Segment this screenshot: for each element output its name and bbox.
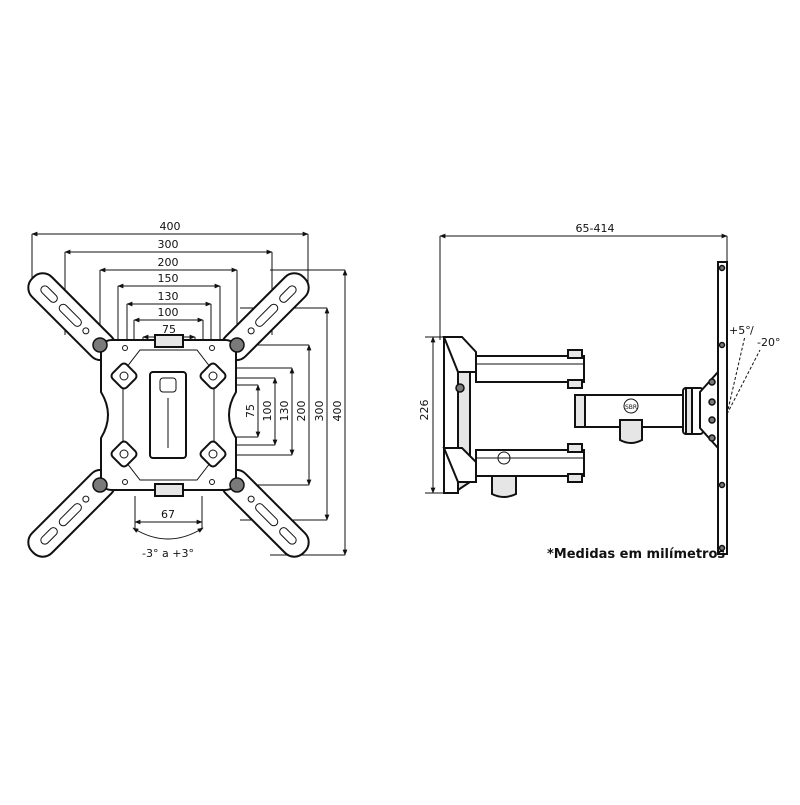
arm-pivot-screws xyxy=(92,337,245,493)
mounting-arms xyxy=(27,272,310,558)
tilt-range-label: -3° a +3° xyxy=(142,547,194,560)
brand-logo-text: SBR xyxy=(625,404,637,411)
top-lock-tab xyxy=(154,334,184,348)
tv-plate xyxy=(717,261,728,555)
dim-label-100: 100 xyxy=(158,306,179,319)
logo-badge xyxy=(623,398,639,414)
units-footnote: *Medidas em milímetros xyxy=(547,547,725,562)
tilt-separator: / xyxy=(750,324,754,337)
center-plate xyxy=(100,334,237,497)
vdim-label-130: 130 xyxy=(278,401,291,422)
vdim-label-200: 200 xyxy=(295,401,308,422)
vesa-holes xyxy=(110,362,227,468)
horizontal-dimension-lines xyxy=(31,231,309,340)
depth-dim-label: 65-414 xyxy=(576,222,615,235)
rotation-arc xyxy=(132,527,204,540)
vdim-label-300: 300 xyxy=(313,401,326,422)
dim-label-75: 75 xyxy=(162,323,176,336)
height-dim-label: 226 xyxy=(418,400,431,421)
vertical-dimension-lines xyxy=(255,269,348,556)
tilt-down-label: -20° xyxy=(757,336,780,349)
dim-label-130: 130 xyxy=(158,290,179,303)
dim-label-400: 400 xyxy=(160,220,181,233)
front-view: 400 300 200 150 130 100 75 xyxy=(27,220,348,560)
vdim-label-100: 100 xyxy=(261,401,274,422)
lower-arm xyxy=(475,449,585,477)
logo-badge-lower xyxy=(497,451,511,465)
tilt-up-label: +5° xyxy=(729,324,751,337)
bottom-lock-tab xyxy=(154,483,184,497)
lower-arm-cover xyxy=(491,475,517,498)
dim-label-300: 300 xyxy=(158,238,179,251)
dim-label-200: 200 xyxy=(158,256,179,269)
dim-label-150: 150 xyxy=(158,272,179,285)
tilt-line-down xyxy=(726,349,761,415)
vdim-label-75: 75 xyxy=(244,404,257,418)
middle-arm-cover xyxy=(619,419,643,444)
dim-label-67: 67 xyxy=(161,508,175,521)
side-view: 65-414 226 SBR xyxy=(418,222,780,562)
tilt-line-up xyxy=(726,335,746,415)
vdim-label-400: 400 xyxy=(331,401,344,422)
upper-arm xyxy=(475,355,585,383)
